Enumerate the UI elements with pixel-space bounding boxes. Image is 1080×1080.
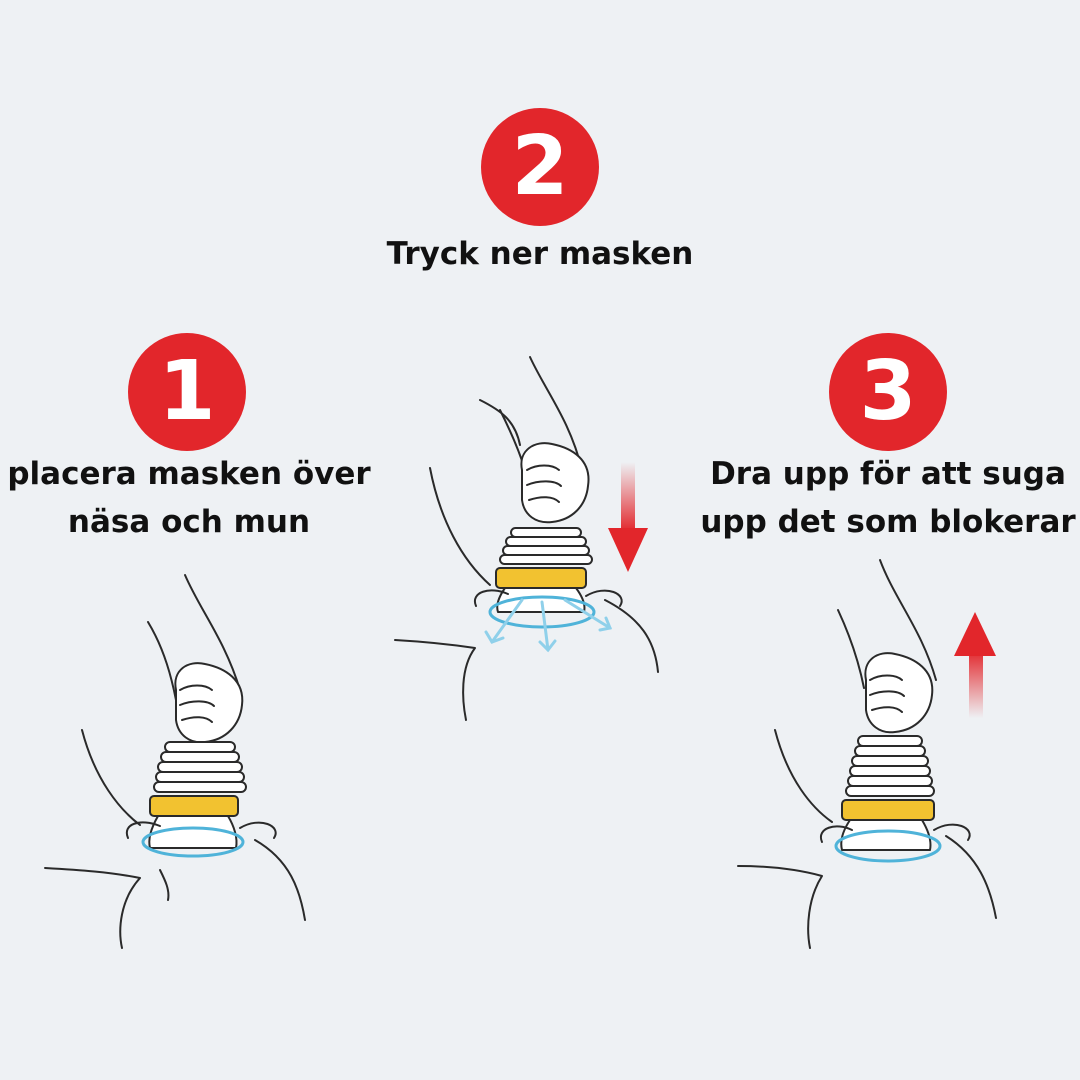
step-2-number: 2 <box>511 119 569 214</box>
step-3-caption: Dra upp för att suga upp det som blokera… <box>700 450 1076 546</box>
arrow-up-icon <box>954 612 996 718</box>
step-1-seal <box>141 826 245 858</box>
step-3-caption-line-2: upp det som blokerar <box>700 504 1076 540</box>
step-2-caption: Tryck ner masken <box>340 230 740 278</box>
step-3-illustration <box>737 559 997 949</box>
step-2-badge: 2 <box>481 108 599 226</box>
step-1-caption: placera masken över näsa och mun <box>0 450 378 546</box>
step-3-badge: 3 <box>829 333 947 451</box>
arrow-down-icon <box>608 462 648 572</box>
step-2-seal-and-flow <box>484 595 613 653</box>
step-3-number: 3 <box>859 344 917 439</box>
step-1-caption-line-2: näsa och mun <box>67 504 311 540</box>
step-1-number: 1 <box>158 344 216 439</box>
step-1-caption-line-1: placera masken över <box>7 456 371 492</box>
step-1-badge: 1 <box>128 333 246 451</box>
step-2-caption-line-1: Tryck ner masken <box>386 236 694 272</box>
step-1-illustration <box>44 574 306 949</box>
step-3-caption-line-1: Dra upp för att suga <box>710 456 1066 492</box>
step-3-seal <box>834 829 942 863</box>
step-2-illustration <box>394 356 659 721</box>
